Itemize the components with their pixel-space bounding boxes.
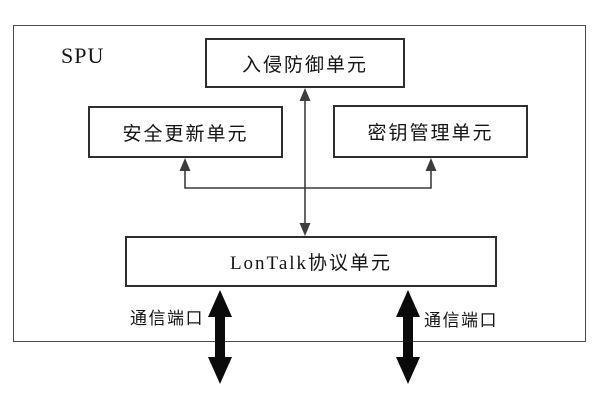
node-security-update-unit: 安全更新单元: [88, 106, 283, 158]
comm-port-label-right: 通信端口: [424, 311, 498, 330]
node-intrusion-prevention-label: 入侵防御单元: [241, 54, 368, 76]
spu-container-box: [13, 25, 586, 342]
node-lontalk-protocol-label: LonTalk协议单元: [229, 253, 393, 274]
comm-port-label-left: 通信端口: [130, 309, 204, 328]
node-intrusion-prevention-unit: 入侵防御单元: [205, 38, 405, 88]
node-lontalk-protocol-unit: LonTalk协议单元: [125, 236, 497, 287]
node-security-update-label: 安全更新单元: [122, 123, 249, 145]
spu-label: SPU: [61, 43, 105, 68]
node-key-management-label: 密钥管理单元: [367, 123, 494, 144]
node-key-management-unit: 密钥管理单元: [333, 105, 528, 158]
